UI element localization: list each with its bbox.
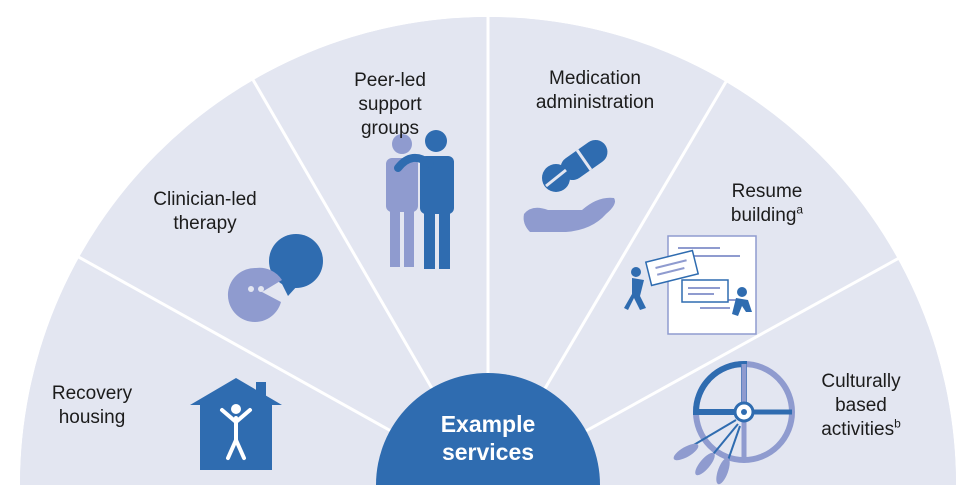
label-line: Resume — [731, 181, 803, 202]
footnote-marker: b — [894, 416, 901, 431]
label-line: Recovery — [51, 383, 133, 404]
label-line: activitiesb — [806, 418, 916, 442]
label-line: Medication — [549, 68, 641, 89]
label-line: therapy — [173, 213, 237, 234]
center-line-1: Example — [440, 411, 536, 437]
label-line: administration — [535, 92, 655, 113]
label-resume-building: Resume buildinga — [712, 180, 822, 228]
label-clinician-led-therapy: Clinician-led therapy — [135, 188, 275, 236]
label-medication-administration: Medication administration — [520, 67, 670, 115]
label-line: Peer-led — [354, 70, 426, 91]
center-label: Example services — [400, 410, 576, 466]
speech-bubble-icon — [227, 234, 323, 322]
center-circle — [376, 373, 600, 485]
label-text: building — [730, 205, 797, 226]
footnote-marker: a — [796, 202, 804, 217]
label-line: Culturally — [821, 371, 901, 392]
medicine-wheel-icon — [673, 360, 795, 485]
label-line: housing — [58, 407, 126, 428]
pill-hand-icon — [523, 139, 615, 232]
label-line: support — [358, 94, 422, 115]
center-line-2: services — [441, 439, 535, 465]
label-line: buildinga — [712, 204, 822, 228]
resume-icon — [624, 235, 757, 335]
label-recovery-housing: Recovery housing — [42, 382, 142, 430]
label-peer-led-support-groups: Peer-led support groups — [335, 69, 445, 141]
house-person-icon — [190, 378, 282, 470]
label-line: Clinician-led — [153, 189, 257, 210]
label-line: groups — [360, 118, 420, 139]
label-culturally-based-activities: Culturally based activitiesb — [806, 370, 916, 442]
label-line: based — [835, 395, 887, 416]
label-text: activities — [821, 419, 895, 440]
peer-support-icon — [386, 130, 454, 269]
